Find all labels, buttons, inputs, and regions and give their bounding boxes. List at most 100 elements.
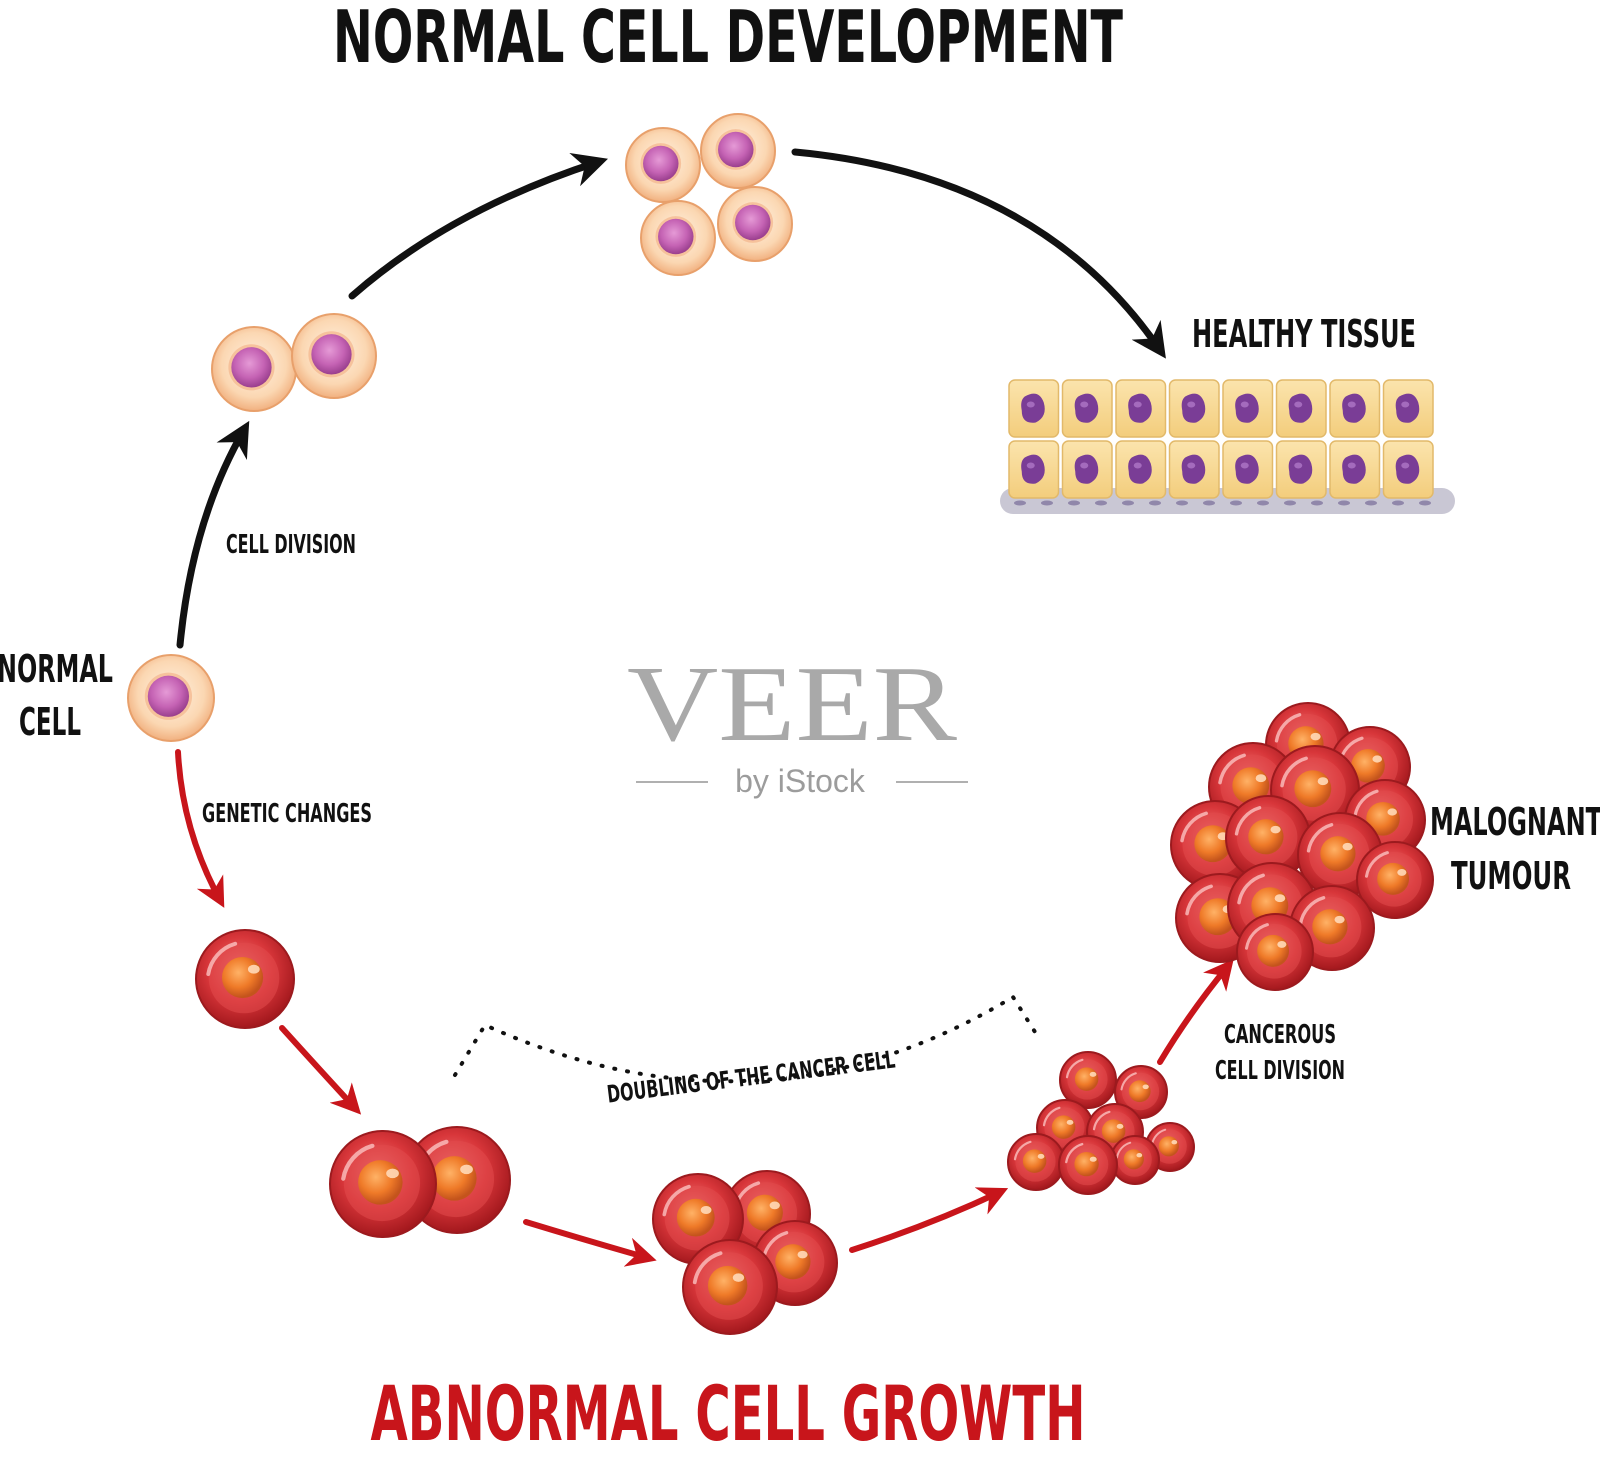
tissue-nucleus-shine xyxy=(1401,401,1410,408)
cancer-nucleus xyxy=(1128,1080,1151,1103)
cancer-nucleus-shine xyxy=(1310,732,1321,741)
cancer-nucleus xyxy=(432,1156,477,1201)
tissue-nucleus-shine xyxy=(1080,401,1089,408)
tissue-cell xyxy=(1329,379,1381,438)
cancer-gloss xyxy=(1042,1106,1061,1127)
tissue-nucleus xyxy=(1021,393,1045,423)
cancer-nucleus xyxy=(1312,909,1348,945)
cancer-cell-shape xyxy=(329,1130,437,1238)
cancer-nucleus xyxy=(1074,1151,1099,1177)
tissue-cell xyxy=(1275,440,1327,499)
basement-dot xyxy=(1230,500,1242,506)
cancer-nucleus xyxy=(1320,836,1356,872)
top-title: NORMAL CELL DEVELOPMENT xyxy=(333,0,1123,79)
cell-nucleus xyxy=(735,204,771,241)
cancer-nucleus-shine xyxy=(1089,1071,1097,1077)
tissue-nucleus xyxy=(1181,454,1206,484)
tissue-cell xyxy=(1061,440,1113,499)
cancer-nucleus-shine xyxy=(1255,774,1267,783)
cancer-nucleus-shine xyxy=(1334,915,1345,924)
cancer-cell-shape xyxy=(1058,1135,1118,1195)
tissue-nucleus xyxy=(1235,454,1259,484)
tissue-nucleus xyxy=(1021,454,1045,484)
cancer-nucleus-shine xyxy=(1270,825,1281,834)
cancer-cell-shape xyxy=(403,1126,511,1234)
cancer-gloss xyxy=(1244,923,1269,950)
basement-dot xyxy=(1041,500,1053,506)
tissue-cell xyxy=(1008,379,1060,438)
watermark-brand: VEER xyxy=(627,645,957,764)
normal-cell-shape xyxy=(625,127,701,203)
tissue-cell xyxy=(1115,440,1167,499)
watermark-sub: by iStock xyxy=(735,763,866,799)
arrow-two-to-four xyxy=(523,1219,657,1267)
tissue-cell xyxy=(1061,379,1113,438)
basement-dot xyxy=(1068,500,1080,506)
tissue-nucleus-shine xyxy=(1401,462,1410,469)
arrow-four-to-cluster xyxy=(849,1187,1009,1253)
tissue-nucleus-shine xyxy=(1240,462,1249,469)
cancer-gloss xyxy=(1180,811,1208,843)
tissue-nucleus-shine xyxy=(1187,401,1196,408)
cancer-gloss xyxy=(1353,789,1379,818)
tissue-cell xyxy=(1222,379,1274,438)
cell-nucleus xyxy=(147,675,190,717)
tissue-cell xyxy=(1008,440,1060,499)
basement-dot xyxy=(1365,500,1377,506)
cancer-nucleus-shine xyxy=(1397,868,1407,876)
cancer-nucleus-shine xyxy=(1066,1119,1074,1125)
abnormal-arrows xyxy=(175,749,1234,1267)
cancer-nucleus xyxy=(1294,770,1332,808)
cancer-nucleus xyxy=(1022,1149,1047,1173)
cancer-nucleus xyxy=(1377,862,1410,895)
cancer-cell-shape xyxy=(1236,913,1314,991)
tissue-cell xyxy=(1382,440,1434,499)
arrow-cluster-to-tumour xyxy=(1157,959,1234,1065)
cancer-nucleus-shine xyxy=(1037,1153,1045,1159)
normal-cell-shape xyxy=(211,326,297,412)
cancer-nucleus-shine xyxy=(1372,755,1382,763)
basement-dot xyxy=(1419,500,1431,506)
label-cell-division: CELL DIVISION xyxy=(226,530,356,560)
cancer-nucleus xyxy=(358,1160,403,1205)
cancer-nucleus xyxy=(775,1244,811,1280)
tissue-cell xyxy=(1382,379,1434,438)
label-cancerous-line1: CANCEROUS xyxy=(1224,1020,1336,1050)
tissue-nucleus xyxy=(1288,393,1313,423)
label-cancerous-line2: CELL DIVISION xyxy=(1215,1056,1345,1086)
cancer-cell-shape xyxy=(1114,1065,1168,1119)
arrow-division-to-four xyxy=(348,152,608,300)
normal-cell-shape xyxy=(717,186,793,262)
basement-dot xyxy=(1338,500,1350,506)
cancer-cell-shape xyxy=(1356,841,1434,919)
tissue-cell xyxy=(1168,440,1220,499)
tissue-cell xyxy=(1329,440,1381,499)
cancer-gloss xyxy=(1280,756,1308,788)
tissue-nucleus xyxy=(1235,393,1259,423)
label-doubling: DOUBLING OF THE CANCER CELL xyxy=(605,1045,896,1108)
cancer-gloss xyxy=(1065,1142,1084,1164)
cancer-gloss xyxy=(1364,851,1389,878)
cancer-nucleus-shine xyxy=(1171,1140,1178,1145)
doubling-bracket xyxy=(453,994,1042,1084)
normal-cell-shape xyxy=(127,654,215,742)
tissue-nucleus-shine xyxy=(1240,401,1249,408)
bottom-title: ABNORMAL CELL GROWTH xyxy=(371,1369,1086,1458)
cancer-nucleus-shine xyxy=(460,1164,473,1175)
dividing-normal-cells xyxy=(211,313,377,412)
basement-dot xyxy=(1284,500,1296,506)
cancer-nucleus xyxy=(221,956,264,999)
tissue-nucleus-shine xyxy=(1133,401,1142,408)
cancer-nucleus xyxy=(707,1265,748,1306)
cancer-nucleus xyxy=(1123,1149,1144,1170)
mutated-cell xyxy=(195,929,295,1029)
cell-nucleus xyxy=(643,145,679,182)
tissue-nucleus-shine xyxy=(1347,401,1356,408)
tissue-nucleus xyxy=(1128,454,1152,484)
cancer-gloss xyxy=(662,1184,691,1217)
label-tumour-line2: TUMOUR xyxy=(1451,854,1571,898)
cancer-gloss xyxy=(1234,806,1262,836)
label-normal-cell-line1: NORMAL xyxy=(0,647,113,691)
cancer-nucleus xyxy=(1158,1136,1179,1157)
